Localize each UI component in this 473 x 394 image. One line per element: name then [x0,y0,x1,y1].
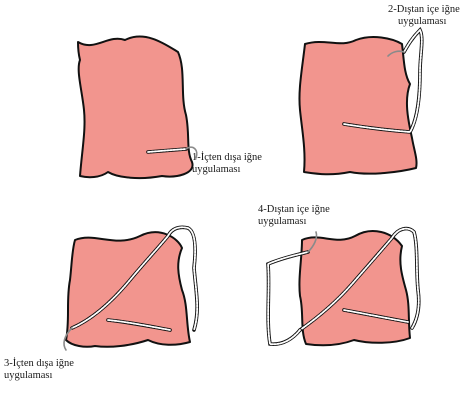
step-3-label-line2: uygulaması [4,370,74,382]
panel-step-3 [64,227,197,350]
panel-step-2 [299,30,421,174]
panel-step-4 [268,229,419,346]
step-4-label-line1: 4-Dıştan içe iğne [258,204,330,216]
step-1-label: 1-İçten dışa iğne uygulaması [192,152,262,176]
tissue-flap [78,37,193,179]
step-1-label-line1: 1-İçten dışa iğne [192,152,262,164]
step-4-label: 4-Dıştan içe iğne uygulaması [258,204,330,228]
step-4-label-line2: uygulaması [258,216,330,228]
step-3-label: 3-İçten dışa iğne uygulaması [4,358,74,382]
panel-step-1 [78,37,197,179]
step-2-label-line1: 2-Dıştan içe iğne [388,4,460,16]
step-3-label-line1: 3-İçten dışa iğne [4,358,74,370]
step-1-label-line2: uygulaması [192,164,262,176]
step-2-label-line2: uygulaması [388,16,460,28]
tissue-flap [299,37,416,174]
tissue-flap [299,231,410,345]
step-2-label: 2-Dıştan içe iğne uygulaması [388,4,460,28]
